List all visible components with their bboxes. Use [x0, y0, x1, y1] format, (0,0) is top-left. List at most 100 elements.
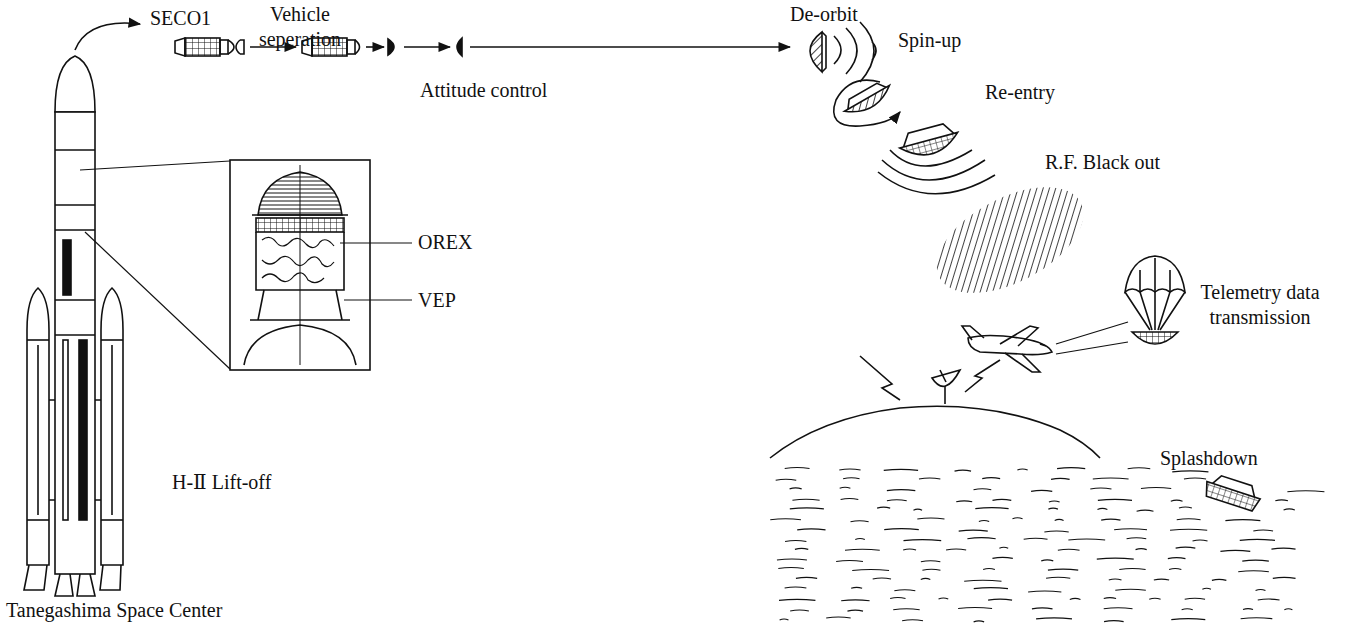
- sea-stroke: [1176, 547, 1196, 548]
- sea-stroke: [847, 610, 863, 611]
- drawing-stroke: [1125, 256, 1185, 292]
- sea-stroke: [1172, 471, 1208, 472]
- sea-stroke: [1202, 588, 1211, 589]
- sea-stroke: [1287, 491, 1324, 492]
- sea-stroke: [956, 501, 972, 502]
- h2-rocket: [24, 56, 123, 596]
- sea-stroke: [921, 578, 931, 579]
- radio-link: [860, 356, 900, 400]
- deorbit-capsule: [810, 22, 876, 82]
- drawing-stroke: [834, 22, 876, 82]
- drawing-stroke: [37, 345, 39, 515]
- sea-stroke: [780, 619, 789, 620]
- drawing-stroke: [1056, 322, 1128, 344]
- drawing-stroke: [344, 299, 412, 300]
- drawing-stroke: [55, 299, 95, 301]
- sea-stroke: [1271, 548, 1295, 549]
- sea-stroke: [884, 529, 919, 530]
- drawing-stroke: [55, 229, 95, 231]
- sea-stroke: [1032, 608, 1053, 609]
- reentry-capsule: [878, 121, 995, 194]
- drawing-stroke: [258, 172, 342, 215]
- drawing-stroke: [101, 339, 123, 341]
- sea-stroke: [999, 547, 1008, 548]
- sea-stroke: [851, 587, 862, 588]
- sea-stroke: [1170, 529, 1207, 530]
- sea-stroke: [1273, 577, 1296, 578]
- sea-stroke: [841, 600, 869, 601]
- drawing-stroke: [1132, 332, 1178, 344]
- inset-leader: [80, 161, 230, 369]
- drawing-stroke: [80, 161, 230, 170]
- phase-label: Re-entry: [985, 80, 1055, 105]
- capsule: [457, 38, 462, 56]
- drawing-stroke: [77, 574, 95, 596]
- drawing-stroke: [844, 85, 894, 120]
- drawing-stroke: [185, 38, 220, 56]
- ascent-arrow: [75, 23, 140, 50]
- sea-stroke: [843, 478, 859, 479]
- drawing-stroke: [27, 339, 49, 341]
- drawing-stroke: [236, 40, 240, 54]
- drawing-stroke: [834, 80, 900, 126]
- drawing-stroke: [810, 32, 822, 72]
- sea-stroke: [1097, 508, 1107, 509]
- sea-surface: [770, 467, 1324, 621]
- sea-stroke: [917, 518, 944, 519]
- sea-stroke: [1017, 469, 1027, 470]
- drawing-stroke: [55, 574, 73, 596]
- splashdown-capsule: [1203, 472, 1264, 512]
- drawing-stroke: [111, 345, 113, 515]
- blackout-zone: [920, 165, 1101, 314]
- drawing-stroke: [340, 242, 412, 243]
- payload-inset: [230, 160, 412, 370]
- sea-stroke: [1238, 571, 1269, 572]
- drawing-stroke: [897, 121, 962, 162]
- stage-label: Vehicle seperation: [248, 2, 352, 52]
- sea-stroke: [1258, 599, 1280, 600]
- sea-stroke: [776, 479, 797, 480]
- sea-stroke: [983, 569, 995, 570]
- drawing-stroke: [250, 290, 350, 320]
- sea-stroke: [1243, 609, 1253, 610]
- drawing-stroke: [252, 214, 348, 216]
- sea-stroke: [979, 521, 989, 522]
- sea-stroke: [974, 621, 985, 622]
- drawing-stroke: [244, 325, 356, 365]
- ground-station: [770, 370, 1100, 458]
- sea-stroke: [1137, 510, 1154, 511]
- drawing-stroke: [220, 40, 228, 54]
- sea-stroke: [974, 489, 992, 490]
- drawing-stroke: [878, 150, 995, 194]
- sea-stroke: [964, 580, 1001, 581]
- sea-stroke: [1149, 598, 1160, 599]
- drawing-stroke: [55, 112, 95, 574]
- sea-stroke: [884, 469, 918, 470]
- sea-stroke: [1256, 590, 1266, 591]
- drawing-stroke: [49, 400, 101, 500]
- sea-stroke: [1225, 520, 1260, 521]
- drawing-stroke: [1140, 258, 1170, 292]
- sea-stroke: [1253, 530, 1273, 531]
- flow-arrow: [404, 46, 450, 48]
- drawing-stroke: [1005, 353, 1040, 372]
- sea-stroke: [785, 541, 806, 542]
- sea-stroke: [1119, 569, 1145, 570]
- sea-stroke: [1049, 501, 1060, 502]
- upper-stage: [175, 38, 244, 56]
- drawing-stroke: [63, 340, 68, 520]
- aircraft: [962, 322, 1128, 372]
- sea-stroke: [845, 549, 880, 550]
- sea-stroke: [1193, 540, 1208, 541]
- drawing-stroke: [27, 288, 49, 565]
- sea-stroke: [1179, 507, 1192, 508]
- drawing-stroke: [900, 132, 962, 161]
- sea-stroke: [1128, 468, 1151, 469]
- sea-stroke: [992, 499, 1011, 500]
- drawing-stroke: [256, 232, 344, 290]
- phase-label: De-orbit: [790, 2, 858, 27]
- sea-stroke: [1212, 579, 1226, 580]
- drawing-stroke: [1040, 344, 1046, 346]
- sea-stroke: [1012, 518, 1022, 519]
